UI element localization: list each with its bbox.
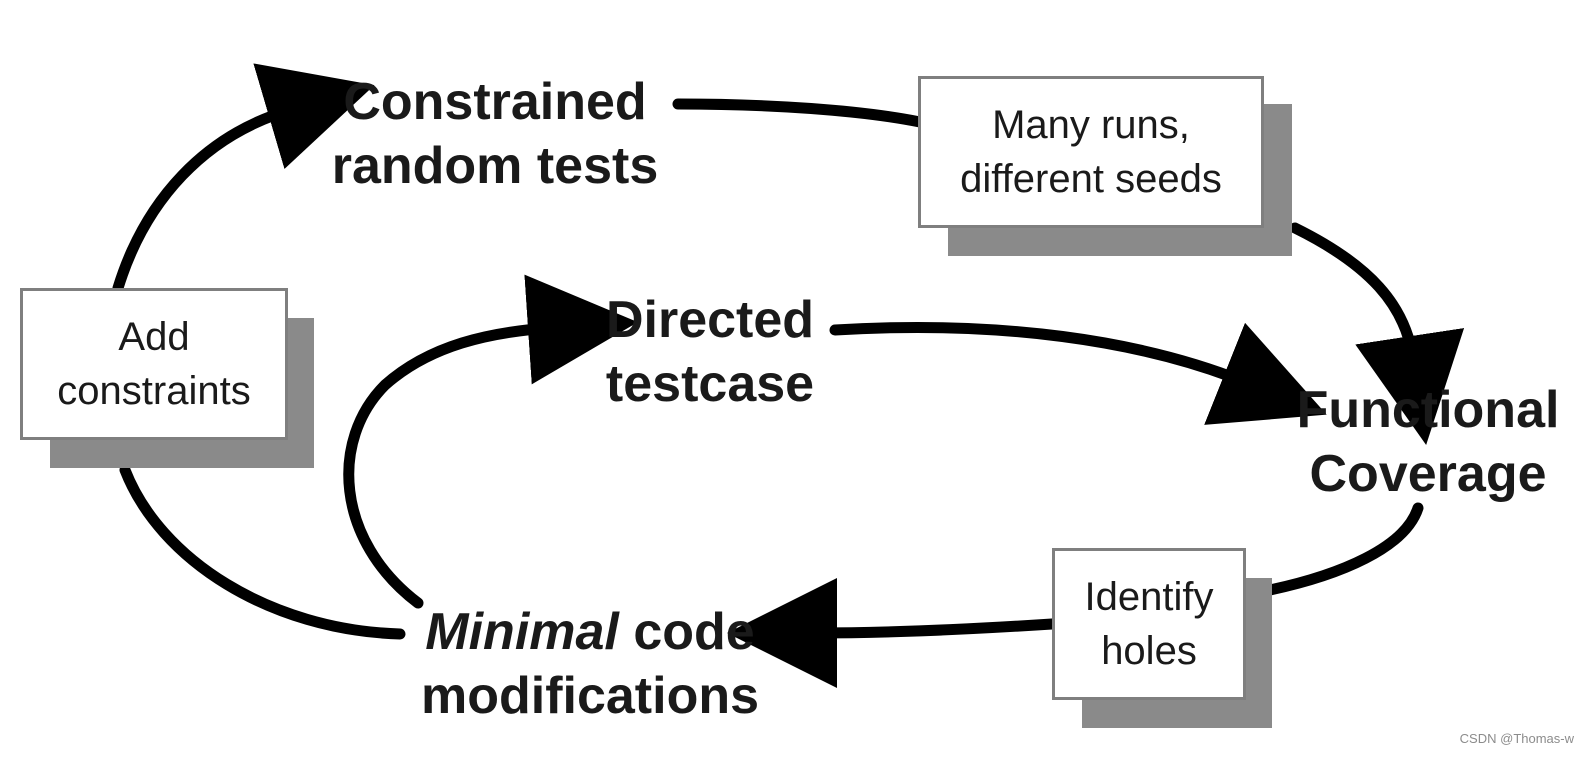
arrow-constrained-to-runs (672, 98, 926, 128)
node-minimal-code-modifications: Minimal code modifications (400, 600, 780, 728)
box-add-line2: constraints (57, 369, 251, 413)
box-add-constraints: Add constraints (20, 288, 288, 440)
node-minimal-rest: code (618, 603, 755, 661)
arrow-runs-to-coverage (1289, 222, 1465, 446)
arrow-add-to-constrained (112, 63, 375, 294)
node-constrained-line2: random tests (331, 137, 659, 195)
box-holes-line1: Identify (1084, 575, 1214, 619)
box-add-line1: Add (118, 315, 190, 359)
box-many-runs-line1: Many runs, (992, 103, 1190, 147)
box-identify-holes: Identify holes (1052, 548, 1246, 700)
box-holes-line2: holes (1101, 629, 1197, 673)
node-constrained-random-tests: Constrained random tests (320, 70, 670, 198)
box-many-runs-line2: different seeds (960, 157, 1222, 201)
node-coverage-line1: Functional (1296, 381, 1560, 439)
arrow-holes-to-minimal (727, 577, 1058, 688)
node-coverage-line2: Coverage (1309, 445, 1547, 503)
node-minimal-line1: Minimal code (400, 600, 780, 664)
node-directed-line1: Directed (605, 291, 815, 349)
arrow-minimal-to-add (119, 464, 406, 640)
node-minimal-line2: modifications (420, 667, 760, 725)
node-directed-line2: testcase (605, 355, 815, 413)
arrow-directed-to-coverage (829, 321, 1327, 425)
node-minimal-italic: Minimal (425, 603, 619, 661)
node-functional-coverage: Functional Coverage (1283, 378, 1573, 506)
arrow-coverage-to-holes (1264, 502, 1424, 596)
node-constrained-line1: Constrained (343, 73, 647, 131)
watermark: CSDN @Thomas-w (1459, 731, 1574, 746)
box-many-runs: Many runs, different seeds (918, 76, 1264, 228)
arrow-minimal-to-directed (343, 274, 638, 609)
node-directed-testcase: Directed testcase (590, 288, 830, 416)
